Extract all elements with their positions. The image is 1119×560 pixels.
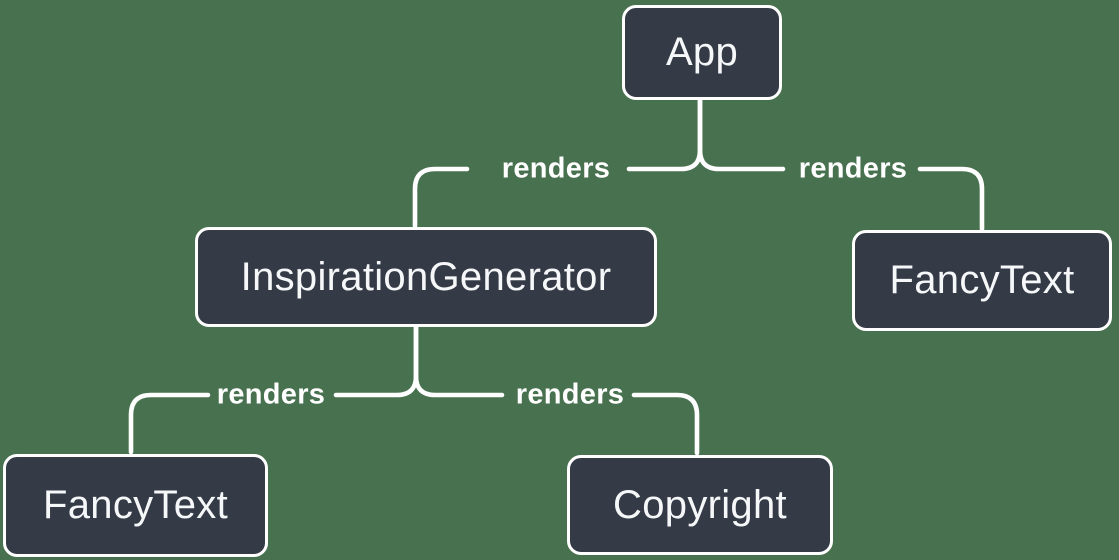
edge-inspirationgenerator-fancytext-elbow: [128, 392, 211, 455]
edge-label-app-inspirationgenerator: renders: [501, 152, 611, 185]
node-fancy-text-bottom: FancyText: [3, 454, 268, 557]
edge-app-fancytext-elbow: [917, 166, 985, 232]
node-inspiration-generator: InspirationGenerator: [195, 227, 657, 327]
edge-app-inspirationgenerator-elbow: [412, 166, 470, 229]
node-app: App: [622, 5, 782, 100]
edge-inspirationgenerator-copyright-elbow: [631, 392, 700, 456]
edge-app-inspirationgenerator-stem: [626, 97, 703, 172]
node-copyright: Copyright: [567, 455, 833, 555]
node-fancy-text-top: FancyText: [852, 230, 1112, 331]
edge-label-app-fancytext: renders: [798, 152, 908, 185]
edge-label-inspirationgenerator-fancytext: renders: [216, 378, 326, 411]
edge-label-inspirationgenerator-copyright: renders: [515, 378, 625, 411]
edge-inspirationgenerator-copyright-stem: [413, 324, 505, 398]
edge-app-fancytext-stem: [697, 97, 786, 172]
edge-inspirationgenerator-fancytext-stem: [333, 324, 419, 398]
